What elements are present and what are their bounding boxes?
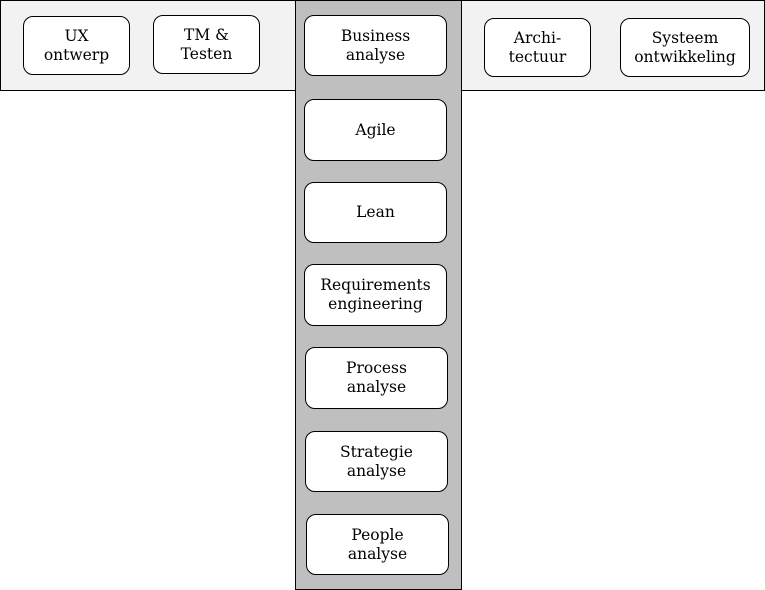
box-business-analyse: Business analyse xyxy=(304,15,447,76)
box-process-analyse: Process analyse xyxy=(305,347,448,409)
box-agile: Agile xyxy=(304,99,447,161)
box-people-analyse: People analyse xyxy=(306,514,449,575)
box-lean: Lean xyxy=(304,182,447,243)
box-requirements-engineering: Requirements engineering xyxy=(304,264,447,326)
box-architectuur: Archi- tectuur xyxy=(484,18,591,77)
box-tm-testen: TM & Testen xyxy=(153,15,260,74)
box-strategie-analyse: Strategie analyse xyxy=(305,431,448,492)
box-ux-ontwerp: UX ontwerp xyxy=(23,16,130,75)
box-systeem-ontwikkeling: Systeem ontwikkeling xyxy=(620,18,750,77)
